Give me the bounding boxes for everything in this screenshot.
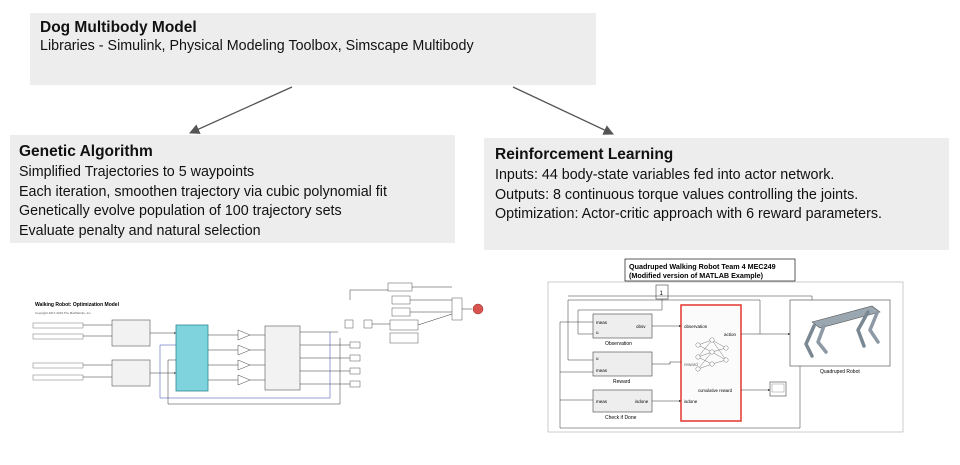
gain-block [237, 359, 251, 371]
observation-in2-label: u [596, 330, 599, 335]
arrow-to-reinforcement-learning [512, 86, 614, 135]
const-block [391, 307, 411, 317]
sum-block [389, 319, 419, 331]
input-block [32, 333, 84, 340]
agent-action-port: action [724, 332, 737, 337]
mux-block [451, 297, 463, 321]
input-block [32, 362, 84, 369]
agent-isdone-port: isdone [684, 399, 698, 404]
observation-in1-label: meas [596, 320, 608, 325]
subsystem-block [264, 325, 301, 391]
rl-model-title-box [624, 258, 796, 282]
input-block [32, 374, 84, 381]
reward-block-label: Reward [613, 379, 630, 385]
output-block [349, 380, 361, 388]
scope-indicator [472, 303, 484, 315]
rl-model-frame [547, 281, 904, 433]
agent-reward-port: reward [684, 362, 698, 367]
neural-network-icon [695, 337, 729, 372]
observation-block-label: Observation [605, 341, 632, 347]
gain-block [237, 329, 251, 341]
gain-block [237, 344, 251, 356]
rl-model-title-line2: (Modified version of MATLAB Example) [629, 271, 764, 280]
reward-in2-label: meas [596, 368, 608, 373]
observation-out-label: obsv [636, 324, 646, 329]
quadruped-robot-label: Quadruped Robot [820, 369, 860, 375]
subsystem-block [111, 359, 151, 387]
rl-line: Inputs: 44 body-state variables fed into… [495, 167, 835, 183]
output-block [349, 367, 361, 375]
rl-line: Optimization: Actor-critic approach with… [495, 206, 882, 222]
input-block [32, 322, 84, 329]
reinforcement-learning-title: Reinforcement Learning [495, 146, 674, 163]
dog-model-title: Dog Multibody Model [40, 19, 197, 36]
rl-model-title-line1: Quadruped Walking Robot Team 4 MEC249 [629, 262, 776, 271]
gain-block [237, 374, 251, 386]
ga-line: Simplified Trajectories to 5 waypoints [19, 164, 255, 180]
constant-value: 1 [660, 291, 664, 297]
ga-line: Each iteration, smoothen trajectory via … [19, 183, 387, 200]
sum-block [389, 332, 419, 344]
observation-block [592, 313, 653, 339]
left-model-copyright: Copyright 2017-2019 The MathWorks, Inc. [35, 311, 92, 315]
rl-line: Outputs: 8 continuous torque values cont… [495, 186, 859, 203]
dog-multibody-model-box: Dog Multibody Model Libraries - Simulink… [30, 13, 596, 85]
switch-block [344, 319, 354, 329]
reinforcement-learning-box: Reinforcement Learning Inputs: 44 body-s… [484, 138, 949, 250]
done-in-label: meas [596, 399, 608, 404]
done-out-label: isdone [635, 399, 649, 404]
reward-in1-label: u [596, 356, 599, 361]
ga-line: Evaluate penalty and natural selection [19, 222, 261, 239]
switch-block [363, 319, 373, 329]
agent-observation-port: observation [684, 324, 708, 329]
left-model-title: Walking Robot: Optimization Model [35, 302, 120, 308]
quadruped-robot-image [804, 305, 881, 358]
genetic-algorithm-title: Genetic Algorithm [19, 143, 153, 160]
arrow-to-genetic-algorithm [189, 86, 293, 134]
subsystem-block [111, 319, 151, 347]
optimization-model-diagram: Walking Robot: Optimization Model Copyri… [32, 282, 484, 405]
robot-plant-block [175, 324, 209, 392]
output-block [349, 354, 361, 362]
const-block [391, 295, 411, 305]
const-block [387, 282, 413, 292]
agent-cumulative-port: cumulative reward [698, 388, 733, 393]
check-done-label: Check if Done [605, 415, 637, 421]
rl-model-diagram: Quadruped Walking Robot Team 4 MEC249 (M… [547, 258, 904, 433]
output-block [349, 341, 361, 349]
dog-model-libraries: Libraries - Simulink, Physical Modeling … [40, 38, 474, 54]
genetic-algorithm-box: Genetic Algorithm Simplified Trajectorie… [10, 135, 455, 243]
ga-line: Genetically evolve population of 100 tra… [19, 203, 342, 219]
